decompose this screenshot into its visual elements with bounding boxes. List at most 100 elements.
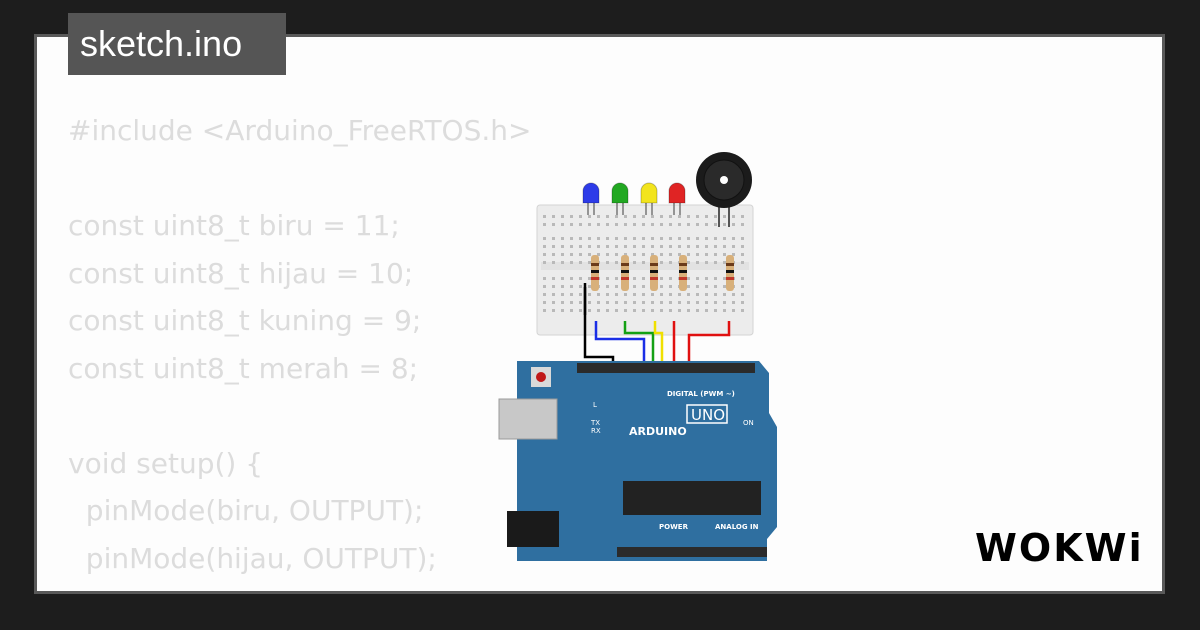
resistor-band	[650, 263, 658, 266]
breadboard-hole	[615, 277, 618, 280]
breadboard-hole	[696, 293, 699, 296]
resistors	[591, 255, 734, 291]
board-name-label: UNO	[691, 406, 725, 424]
breadboard-hole	[606, 245, 609, 248]
breadboard-hole	[723, 309, 726, 312]
red-led-icon	[668, 182, 686, 204]
breadboard-hole	[615, 293, 618, 296]
breadboard-hole	[552, 293, 555, 296]
breadboard-hole	[588, 253, 591, 256]
code-line	[68, 155, 531, 203]
breadboard-hole	[624, 309, 627, 312]
breadboard-hole	[606, 237, 609, 240]
breadboard-hole	[714, 237, 717, 240]
breadboard-hole	[561, 277, 564, 280]
breadboard-hole	[660, 245, 663, 248]
breadboard-hole	[633, 301, 636, 304]
breadboard-hole	[741, 261, 744, 264]
breadboard-hole	[552, 277, 555, 280]
l-label: L	[593, 401, 597, 409]
breadboard-hole	[723, 253, 726, 256]
code-line: const uint8_t biru = 11;	[68, 209, 400, 242]
breadboard-hole	[651, 301, 654, 304]
code-line: const uint8_t merah = 8;	[68, 351, 419, 385]
breadboard-hole	[669, 301, 672, 304]
breadboard-hole	[633, 285, 636, 288]
file-name-tag: sketch.ino	[68, 13, 286, 75]
breadboard-hole	[651, 245, 654, 248]
preview-card: #include <Arduino_FreeRTOS.h>const uint8…	[34, 34, 1165, 594]
on-label: ON	[743, 419, 754, 427]
breadboard-hole	[570, 261, 573, 264]
breadboard-hole	[651, 253, 654, 256]
breadboard-hole	[687, 293, 690, 296]
breadboard-hole	[660, 215, 663, 218]
breadboard-hole	[588, 223, 591, 226]
breadboard-hole	[624, 237, 627, 240]
breadboard-hole	[597, 237, 600, 240]
breadboard-hole	[705, 277, 708, 280]
breadboard-hole	[579, 245, 582, 248]
resistor-band	[726, 277, 734, 280]
breadboard-hole	[669, 293, 672, 296]
breadboard-hole	[732, 245, 735, 248]
wire-green	[623, 321, 655, 369]
breadboard-hole	[597, 309, 600, 312]
breadboard-hole	[687, 301, 690, 304]
breadboard-hole	[570, 277, 573, 280]
breadboard-hole	[741, 277, 744, 280]
breadboard-hole	[741, 309, 744, 312]
breadboard-hole	[714, 223, 717, 226]
breadboard-hole	[687, 277, 690, 280]
breadboard-hole	[660, 253, 663, 256]
breadboard-hole	[552, 253, 555, 256]
breadboard-hole	[642, 261, 645, 264]
breadboard-hole	[579, 293, 582, 296]
breadboard-hole	[570, 223, 573, 226]
resistor-band	[591, 263, 599, 266]
breadboard-hole	[642, 285, 645, 288]
breadboard-hole	[615, 301, 618, 304]
breadboard-hole	[669, 223, 672, 226]
breadboard-hole	[723, 237, 726, 240]
breadboard-hole	[624, 293, 627, 296]
breadboard-hole	[633, 293, 636, 296]
breadboard-hole	[543, 245, 546, 248]
code-listing: #include <Arduino_FreeRTOS.h>const uint8…	[68, 107, 531, 591]
breadboard-hole	[642, 223, 645, 226]
breadboard-hole	[615, 215, 618, 218]
breadboard-hole	[552, 237, 555, 240]
breadboard-hole	[714, 245, 717, 248]
breadboard-hole	[624, 253, 627, 256]
breadboard-hole	[633, 245, 636, 248]
wire-yellow	[653, 321, 664, 369]
resistor-band	[621, 277, 629, 280]
resistor-band	[591, 277, 599, 280]
breadboard-hole	[642, 253, 645, 256]
breadboard-hole	[678, 293, 681, 296]
breadboard-hole	[597, 245, 600, 248]
breadboard-hole	[669, 277, 672, 280]
breadboard-hole	[705, 285, 708, 288]
board-maker-label: ARDUINO	[629, 425, 687, 438]
breadboard-hole	[606, 277, 609, 280]
breadboard-hole	[597, 253, 600, 256]
breadboard-hole	[633, 261, 636, 264]
breadboard-hole	[651, 237, 654, 240]
breadboard-hole	[732, 215, 735, 218]
breadboard-hole	[696, 215, 699, 218]
code-line: pinMode(hijau, OUTPUT);	[68, 541, 437, 575]
code-line: const uint8_t hijau = 10;	[68, 256, 414, 290]
breadboard-hole	[732, 309, 735, 312]
breadboard-hole	[597, 215, 600, 218]
breadboard-hole	[579, 285, 582, 288]
breadboard-hole	[741, 215, 744, 218]
breadboard-hole	[570, 245, 573, 248]
breadboard-hole	[543, 237, 546, 240]
digital-label: DIGITAL (PWM ~)	[667, 390, 735, 398]
breadboard-hole	[588, 293, 591, 296]
breadboard-hole	[696, 223, 699, 226]
breadboard-hole	[669, 237, 672, 240]
breadboard-hole	[723, 285, 726, 288]
breadboard-hole	[588, 277, 591, 280]
